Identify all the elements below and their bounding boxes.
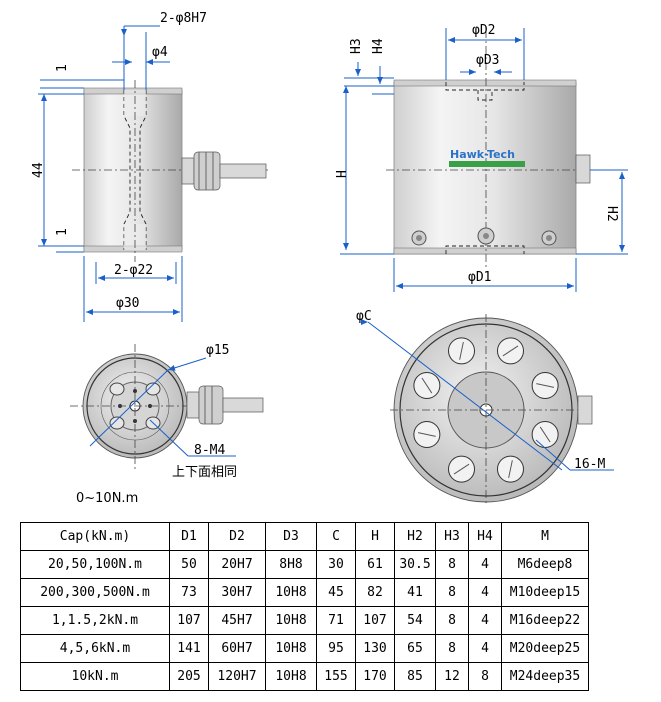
table-cell: M10deep15 (501, 578, 589, 607)
logo-text: Hawk-Tech (450, 148, 515, 161)
table-cell: 45 (316, 578, 356, 607)
table-cell: 141 (169, 634, 209, 663)
table-cell: 8 (435, 606, 469, 635)
table-cell: 4,5,6kN.m (20, 634, 170, 663)
table-cell: 107 (169, 606, 209, 635)
column-header: H3 (435, 522, 469, 551)
height-label: 44 (31, 162, 46, 178)
table-cell: 20H7 (208, 550, 266, 579)
table-cell: 170 (355, 662, 395, 691)
column-header: Cap(kN.m) (20, 522, 170, 551)
column-header: M (501, 522, 589, 551)
table-cell: 85 (394, 662, 436, 691)
large-sensor-top-view: φC 16-M (356, 309, 614, 506)
column-header: C (316, 522, 356, 551)
table-cell: 82 (355, 578, 395, 607)
pcd-label-small: φ15 (206, 343, 229, 358)
table-cell: 30.5 (394, 550, 436, 579)
table-cell: 60H7 (208, 634, 266, 663)
table-cell: 45H7 (208, 606, 266, 635)
threads-label-large: 16-M (574, 457, 605, 472)
h-label: H (335, 170, 350, 178)
column-header: H2 (394, 522, 436, 551)
table-cell: 1,1.5,2kN.m (20, 606, 170, 635)
table-cell: 10H8 (265, 634, 317, 663)
h2-label: H2 (604, 206, 619, 222)
table-cell: 30 (316, 550, 356, 579)
table-cell: 8 (435, 578, 469, 607)
bottom-gap-label: 1 (55, 228, 70, 236)
column-header: H4 (468, 522, 502, 551)
table-cell: 8 (435, 550, 469, 579)
small-sensor-front-view: 2-φ8H7 φ4 1 44 1 2-φ22 φ30 (31, 11, 268, 322)
table-cell: 130 (355, 634, 395, 663)
same-both-sides-note: 上下面相同 (172, 465, 237, 480)
table-cell: M20deep25 (501, 634, 589, 663)
table-cell: 10kN.m (20, 662, 170, 691)
table-cell: 107 (355, 606, 395, 635)
table-cell: M6deep8 (501, 550, 589, 579)
column-header: H (355, 522, 395, 551)
table-cell: 10H8 (265, 578, 317, 607)
table-cell: 155 (316, 662, 356, 691)
top-hole-label: 2-φ8H7 (160, 11, 207, 26)
table-cell: 8 (468, 662, 502, 691)
cable-connector (181, 151, 267, 191)
table-cell: M16deep22 (501, 606, 589, 635)
table-cell: 10H8 (265, 606, 317, 635)
bolt-circle (413, 337, 559, 483)
small-sensor-top-view: φ15 8-M4 上下面相同 0~10N.m (70, 343, 264, 506)
table-cell: 4 (468, 634, 502, 663)
table-cell: M24deep35 (501, 662, 589, 691)
table-cell: 20,50,100N.m (20, 550, 170, 579)
table-cell: 71 (316, 606, 356, 635)
table-cell: 4 (468, 550, 502, 579)
d1-label: φD1 (468, 270, 491, 285)
column-header: D1 (169, 522, 209, 551)
range-label: 0~10N.m (76, 491, 138, 506)
table-cell: 8 (435, 634, 469, 663)
h3-label: H3 (349, 38, 364, 54)
column-header: D2 (208, 522, 266, 551)
table-cell: 73 (169, 578, 209, 607)
table-cell: 61 (355, 550, 395, 579)
table-cell: 95 (316, 634, 356, 663)
d3-label: φD3 (476, 53, 499, 68)
table-cell: 200,300,500N.m (20, 578, 170, 607)
table-cell: 65 (394, 634, 436, 663)
table-cell: 4 (468, 578, 502, 607)
brand-logo: Hawk-Tech (449, 148, 525, 167)
large-sensor-front-view: Hawk-Tech H3 H4 φD2 φD3 H (335, 23, 628, 292)
table-cell: 8H8 (265, 550, 317, 579)
threads-label-small: 8-M4 (194, 443, 225, 458)
table-cell: 10H8 (265, 662, 317, 691)
table-cell: 41 (394, 578, 436, 607)
table-cell: 12 (435, 662, 469, 691)
pcd-label-large: φC (356, 309, 372, 324)
diameter-label: φ30 (116, 296, 139, 311)
technical-drawing: 2-φ8H7 φ4 1 44 1 2-φ22 φ30 (31, 11, 628, 506)
table-cell: 205 (169, 662, 209, 691)
table-cell: 30H7 (208, 578, 266, 607)
h4-label: H4 (371, 38, 386, 54)
table-cell: 120H7 (208, 662, 266, 691)
top-gap-label: 1 (55, 64, 70, 72)
table-cell: 4 (468, 606, 502, 635)
table-cell: 50 (169, 550, 209, 579)
d2-label: φD2 (472, 23, 495, 38)
table-cell: 54 (394, 606, 436, 635)
column-header: D3 (265, 522, 317, 551)
bottom-holes-label: 2-φ22 (114, 263, 153, 278)
top-bore-label: φ4 (152, 45, 168, 60)
